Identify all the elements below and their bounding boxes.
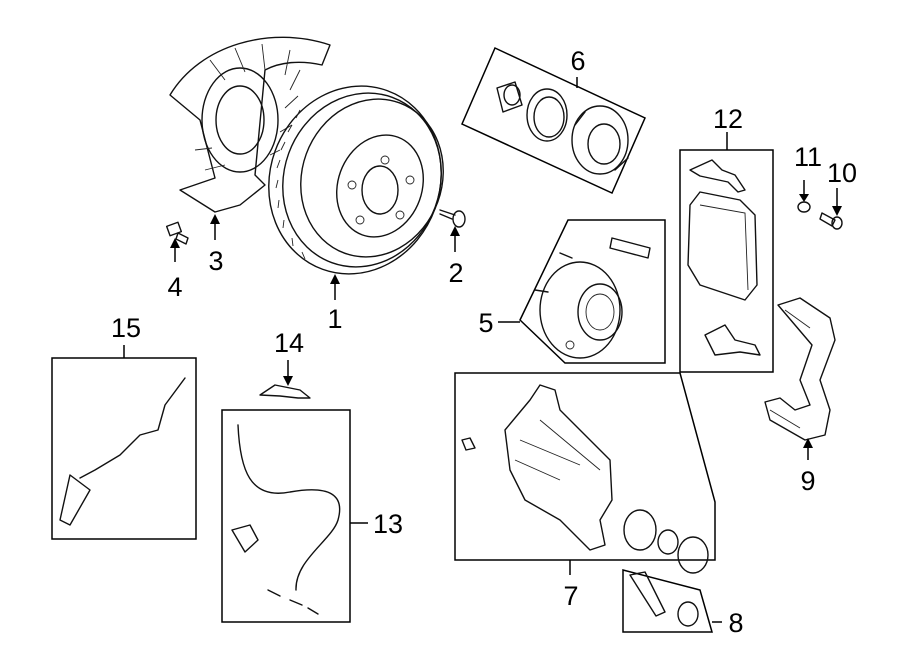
rotor-screw-part xyxy=(439,209,466,228)
callout-4: 4 xyxy=(167,272,182,302)
callout-8: 8 xyxy=(728,608,743,638)
callout-6: 6 xyxy=(570,46,585,76)
brake-rotor-part xyxy=(268,85,444,275)
callout-7: 7 xyxy=(563,581,578,611)
callout-11: 11 xyxy=(794,142,822,172)
guide-pin-kit-box xyxy=(622,569,713,633)
nut-part xyxy=(797,201,811,213)
callout-5: 5 xyxy=(478,308,493,338)
caliper-bracket-part xyxy=(764,297,836,441)
callout-14: 14 xyxy=(274,328,304,358)
wheel-bearing-kit-box xyxy=(461,46,646,195)
callout-12: 12 xyxy=(713,104,743,134)
leaders xyxy=(123,77,842,623)
caliper-bolt-part xyxy=(819,212,843,230)
hose-clip-part xyxy=(259,384,311,399)
callout-13: 13 xyxy=(373,509,403,539)
callout-2: 2 xyxy=(448,258,463,288)
callout-1: 1 xyxy=(327,304,342,334)
caliper-box xyxy=(454,372,716,574)
callout-9: 9 xyxy=(800,466,815,496)
brake-hose-box xyxy=(221,409,351,623)
brake-pad-kit-box xyxy=(679,149,774,373)
splash-shield-part xyxy=(169,36,331,213)
callout-10: 10 xyxy=(827,158,857,188)
abs-sensor-box xyxy=(51,357,197,540)
wheel-hub-box xyxy=(519,219,666,364)
callout-3: 3 xyxy=(208,246,223,276)
callout-15: 15 xyxy=(111,313,141,343)
shield-bolt-part xyxy=(165,221,189,245)
